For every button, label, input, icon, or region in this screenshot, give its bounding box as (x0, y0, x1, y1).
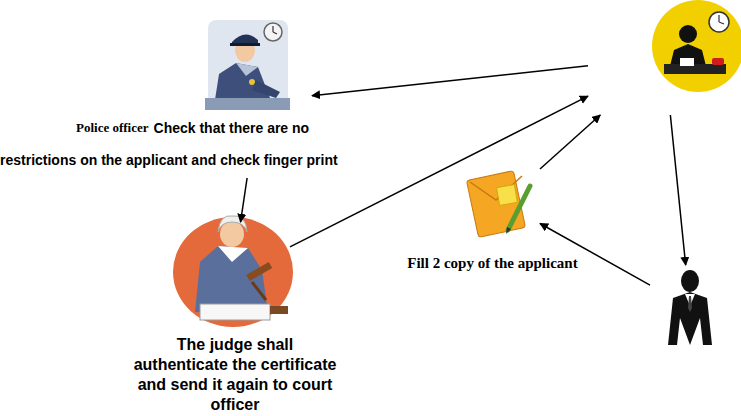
icon-backdrop (208, 20, 288, 108)
step-text: Check that there are no restrictions on … (0, 120, 338, 168)
collar (218, 246, 248, 262)
icon-backdrop (652, 0, 741, 92)
court-officer-icon (652, 0, 741, 92)
folder (466, 171, 525, 238)
robe (195, 246, 268, 312)
text-flow: Police officerCheck that there are no re… (0, 112, 480, 176)
flow-arrow (670, 115, 685, 265)
step-text: The judge shall authenticate the certifi… (130, 335, 340, 415)
gavel-block (270, 306, 288, 314)
form-icon (466, 171, 530, 238)
wig (218, 216, 247, 232)
judge-icon (173, 216, 293, 327)
flow-arrow (540, 224, 650, 286)
wall-clock (709, 12, 729, 32)
head (681, 270, 699, 292)
flow-arrow (290, 96, 588, 247)
badge (249, 79, 255, 85)
form-step: Fill 2 copy of the applicant (380, 160, 620, 275)
police-officer-step: Police officerCheck that there are no re… (0, 15, 480, 180)
suit (668, 292, 712, 345)
telephone (712, 58, 724, 65)
step-text: Fill 2 copy of the applicant (380, 254, 605, 272)
desk (664, 64, 726, 74)
pencil (508, 186, 530, 230)
face (220, 221, 244, 247)
applicant-step (650, 265, 730, 350)
judge-step: The judge shall authenticate the certifi… (130, 215, 340, 416)
gavel-handle (252, 282, 266, 300)
cap (232, 34, 258, 44)
tie (688, 296, 692, 312)
step-heading: Police officer (76, 112, 149, 143)
arm (252, 80, 280, 98)
clock-hands (719, 15, 724, 24)
sticky-note (497, 185, 518, 206)
flow-arrow (312, 66, 588, 96)
police-officer-icon (205, 20, 290, 110)
collar (236, 63, 258, 76)
pencil-tip (506, 227, 511, 234)
court-officer-step (588, 0, 741, 115)
wall-clock (264, 23, 282, 41)
paper (680, 58, 694, 66)
flow-arrow (241, 178, 248, 222)
flow-spacer (340, 112, 480, 143)
head (679, 25, 697, 43)
desk (205, 98, 290, 110)
cap-brim (230, 43, 260, 46)
flow-arrow (540, 115, 600, 169)
gavel-head (246, 262, 272, 281)
clock-hands (273, 26, 277, 34)
body (670, 44, 706, 66)
papers (200, 304, 270, 320)
icon-backdrop (173, 217, 293, 327)
flow-spacer (0, 112, 76, 143)
applicant-icon (668, 270, 712, 345)
